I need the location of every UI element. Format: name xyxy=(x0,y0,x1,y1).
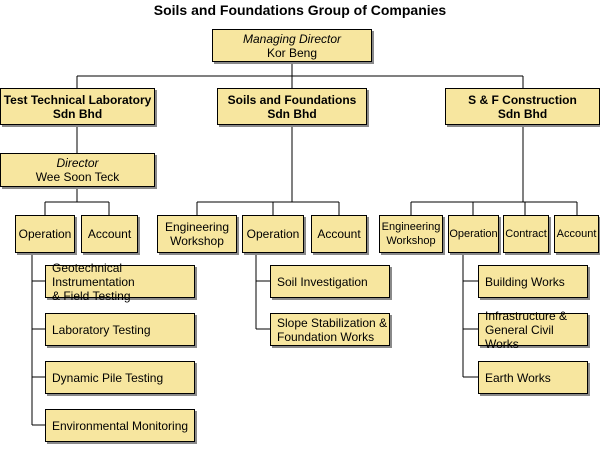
company-name-line2: Sdn Bhd xyxy=(267,106,317,121)
unit-label-line2: Workshop xyxy=(386,235,436,247)
op-line2: & Field Testing xyxy=(52,288,131,303)
op-line1: Soil Investigation xyxy=(277,274,368,289)
director-role: Director xyxy=(56,156,99,170)
chart-title: Soils and Foundations Group of Companies xyxy=(153,2,447,18)
company-name-line1: Soils and Foundations xyxy=(227,92,357,107)
ttl-operation-box: Operation xyxy=(15,215,75,253)
unit-label-line1: Engineering xyxy=(381,221,441,233)
sf-account-box: Account xyxy=(311,215,367,253)
company-name-line1: S & F Construction xyxy=(468,92,577,107)
company-name-line2: Sdn Bhd xyxy=(497,106,548,121)
unit-label: Account xyxy=(317,227,361,241)
sf-op-slope-stabilization: Slope Stabilization & Foundation Works xyxy=(270,313,390,346)
op-line2: General Civil Works xyxy=(485,322,554,351)
unit-label-line1: Engineering xyxy=(164,220,230,234)
managing-director-role: Managing Director xyxy=(242,31,342,46)
sfc-engineering-workshop-box: Engineering Workshop xyxy=(379,215,443,253)
director-box: Director Wee Soon Teck xyxy=(0,153,155,187)
unit-label: Operation xyxy=(449,228,498,240)
company-soils-and-foundations: Soils and Foundations Sdn Bhd xyxy=(217,88,367,125)
ttl-op-environmental-monitoring: Environmental Monitoring xyxy=(45,409,195,442)
ttl-account-box: Account xyxy=(81,215,138,253)
op-line1: Dynamic Pile Testing xyxy=(52,370,164,385)
unit-label: Account xyxy=(87,227,132,241)
op-line1: Earth Works xyxy=(485,370,551,385)
sf-engineering-workshop-box: Engineering Workshop xyxy=(157,215,237,253)
op-line1: Environmental Monitoring xyxy=(52,418,189,433)
op-line1: Infrastructure & xyxy=(485,308,568,323)
unit-label: Contract xyxy=(505,228,547,240)
unit-label: Account xyxy=(556,228,597,240)
company-sf-construction: S & F Construction Sdn Bhd xyxy=(445,88,600,125)
sfc-op-infrastructure: Infrastructure & General Civil Works xyxy=(478,309,588,351)
op-line1: Geotechnical Instrumentation xyxy=(52,260,135,289)
sfc-operation-box: Operation xyxy=(448,215,499,253)
ttl-op-geotechnical: Geotechnical Instrumentation & Field Tes… xyxy=(45,261,195,303)
managing-director-name: Kor Beng xyxy=(266,45,318,60)
op-line1: Laboratory Testing xyxy=(52,322,151,337)
op-line1: Building Works xyxy=(485,274,565,289)
company-name-line1: Test Technical Laboratory xyxy=(3,92,152,107)
ttl-op-dynamic-pile-testing: Dynamic Pile Testing xyxy=(45,361,195,394)
unit-label: Operation xyxy=(246,227,300,241)
sfc-op-earth-works: Earth Works xyxy=(478,361,588,394)
company-name-line2: Sdn Bhd xyxy=(52,106,103,121)
op-line1: Slope Stabilization & xyxy=(277,315,388,330)
sf-op-soil-investigation: Soil Investigation xyxy=(270,265,390,298)
company-test-technical-laboratory: Test Technical Laboratory Sdn Bhd xyxy=(0,88,155,125)
sf-operation-box: Operation xyxy=(242,215,304,253)
managing-director-box: Managing Director Kor Beng xyxy=(212,29,372,62)
sfc-op-building-works: Building Works xyxy=(478,265,588,298)
ttl-op-laboratory-testing: Laboratory Testing xyxy=(45,313,195,346)
sfc-account-box: Account xyxy=(554,215,599,253)
op-line2: Foundation Works xyxy=(277,329,375,344)
director-name: Wee Soon Teck xyxy=(35,170,120,184)
unit-label: Operation xyxy=(18,227,72,241)
unit-label-line2: Workshop xyxy=(170,234,224,248)
sfc-contract-box: Contract xyxy=(503,215,549,253)
